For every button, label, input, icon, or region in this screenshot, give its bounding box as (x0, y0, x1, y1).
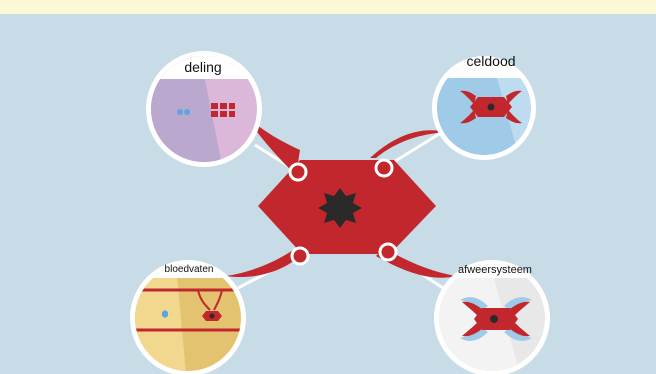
ring-blood-vessels (290, 246, 310, 266)
blood-vessels-icon (162, 289, 223, 321)
blood-vessels-panel: bloedvaten (130, 260, 246, 374)
cell-death-label: celdood (466, 53, 515, 69)
attacked-cell-icon (460, 297, 532, 341)
immune-system-label: afweersysteem (458, 264, 532, 276)
small-cell-icon (162, 310, 168, 318)
arm-top-right (370, 130, 446, 158)
blood-vessels-label: bloedvaten (165, 264, 214, 275)
cell-death-panel: celdood (432, 53, 536, 160)
ring-cell-death (374, 158, 394, 178)
immune-system-panel: afweersysteem (434, 260, 550, 374)
cancer-cell (226, 112, 456, 278)
dying-cell-icon (460, 90, 522, 124)
ring-division (288, 162, 308, 182)
ring-immune-system (378, 242, 398, 262)
star-nucleus-icon (318, 188, 362, 228)
division-label: deling (184, 59, 221, 75)
division-panel: deling (146, 51, 262, 167)
divided-cells-icon (177, 103, 235, 117)
